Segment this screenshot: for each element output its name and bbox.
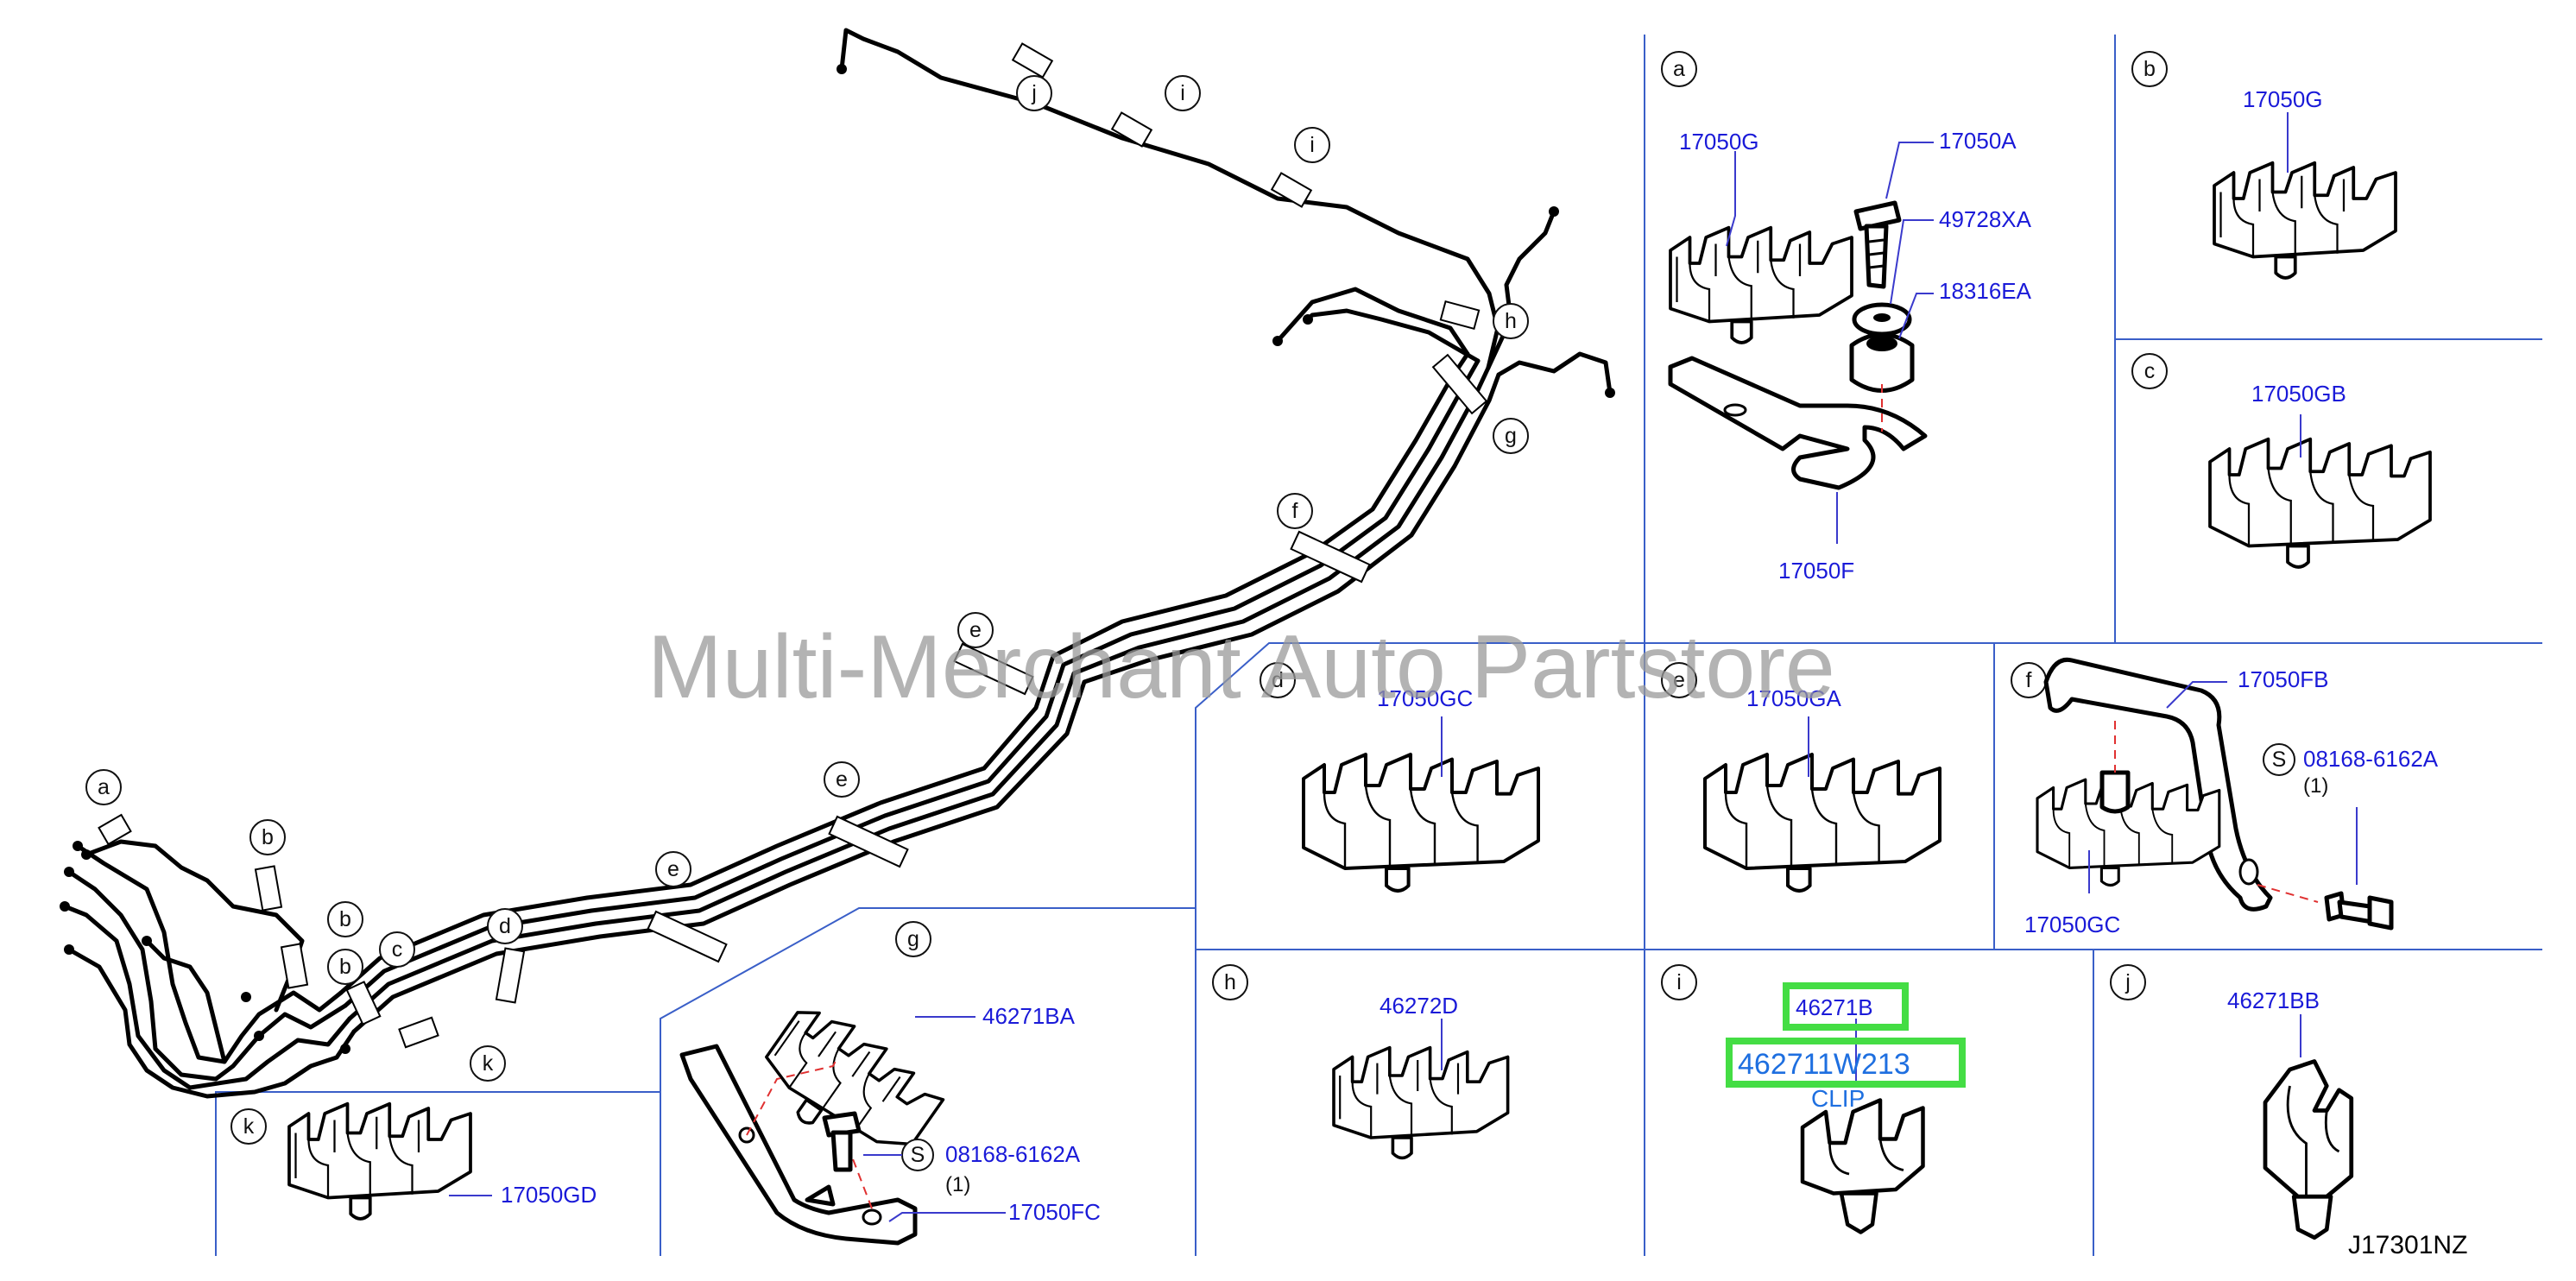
part-49728XA[interactable]: 49728XA	[1939, 206, 2032, 232]
panel-e-letter: e	[1673, 668, 1685, 692]
part-17050GC-d[interactable]: 17050GC	[1377, 685, 1473, 711]
callout-b: b	[262, 825, 274, 849]
part-17050FB[interactable]: 17050FB	[2238, 666, 2329, 692]
watermark-text: Multi-Merchant Auto Partstore	[647, 617, 1835, 717]
callout-d: d	[499, 914, 511, 938]
quantity-note-g: (1)	[945, 1173, 970, 1196]
diagram-code: J17301NZ	[2348, 1231, 2467, 1259]
part-17050G-a[interactable]: 17050G	[1679, 129, 1759, 155]
panel-g-leaders	[888, 1016, 1006, 1222]
panel-h-drawing	[1332, 1019, 1510, 1160]
panel-b-drawing	[2213, 112, 2397, 280]
callout-a: a	[98, 775, 110, 799]
callout-k: k	[483, 1051, 494, 1076]
panel-letter-circles	[230, 51, 2168, 1145]
brake-pipe-routing	[62, 28, 1613, 1099]
part-46271BB[interactable]: 46271BB	[2227, 988, 2320, 1013]
quantity-note-f: (1)	[2303, 774, 2328, 798]
highlighted-part-caption: CLIP	[1811, 1085, 1865, 1112]
part-46271BA[interactable]: 46271BA	[982, 1003, 1076, 1029]
callout-b: b	[339, 907, 351, 931]
callout-e: e	[836, 767, 848, 792]
part-17050F[interactable]: 17050F	[1778, 558, 1854, 584]
panel-k-letter: k	[243, 1114, 255, 1139]
panel-letters: a b c d e f g h i j k	[243, 57, 2156, 1139]
part-17050FC[interactable]: 17050FC	[1008, 1199, 1101, 1225]
panel-a-leaders	[1726, 142, 1934, 544]
panel-f-letter: f	[2026, 668, 2032, 692]
panel-frames	[215, 35, 2542, 1256]
pipe-tape-markers	[98, 42, 1488, 1049]
callout-h: h	[1505, 309, 1517, 333]
part-18316EA[interactable]: 18316EA	[1939, 278, 2032, 304]
panel-f-leaders	[2088, 681, 2358, 893]
overview-callout-letters: a b b b c d e e e f g h i i j k	[98, 81, 1517, 1076]
callout-g: g	[1505, 424, 1517, 448]
panel-g-letter: g	[907, 927, 919, 951]
panel-g-screw-symbol: S	[863, 1139, 934, 1171]
callout-i: i	[1180, 81, 1185, 105]
part-17050GD[interactable]: 17050GD	[501, 1182, 597, 1208]
panel-g-drawing	[679, 994, 950, 1246]
callout-f: f	[1292, 499, 1298, 523]
callout-b: b	[339, 955, 351, 979]
panel-d-drawing	[1304, 716, 1538, 891]
part-46271B[interactable]: 46271B	[1796, 994, 1873, 1020]
panel-d-letter: d	[1272, 668, 1284, 692]
part-08168-6162A-g[interactable]: 08168-6162A	[945, 1141, 1081, 1167]
panel-f-drawing	[2036, 657, 2394, 931]
panel-c-drawing	[2208, 414, 2432, 569]
panel-e-drawing	[1705, 716, 1940, 891]
part-17050GA[interactable]: 17050GA	[1746, 685, 1842, 711]
callout-e: e	[969, 618, 982, 642]
highlighted-part-box	[1726, 982, 1966, 1088]
part-17050G-b[interactable]: 17050G	[2243, 86, 2323, 112]
part-46272D[interactable]: 46272D	[1380, 993, 1458, 1019]
panel-j-letter: j	[2125, 970, 2131, 994]
part-17050GC-f[interactable]: 17050GC	[2024, 912, 2120, 937]
callout-e: e	[667, 857, 679, 881]
panel-i-drawing	[1800, 1019, 1925, 1234]
panel-b-letter: b	[2144, 57, 2156, 81]
part-08168-6162A-f[interactable]: 08168-6162A	[2303, 746, 2439, 772]
screw-symbol-f: S	[2272, 748, 2287, 772]
pipe-end-fittings	[60, 64, 1615, 1054]
part-17050GB[interactable]: 17050GB	[2251, 381, 2346, 407]
highlighted-part-number[interactable]: 462711W213	[1738, 1048, 1910, 1081]
panel-i-letter: i	[1676, 970, 1682, 994]
panel-f-screw-symbol: S	[2263, 743, 2295, 776]
part-17050A[interactable]: 17050A	[1939, 128, 2017, 154]
panel-a-drawing	[1668, 200, 1928, 490]
screw-symbol-g: S	[911, 1143, 925, 1167]
panel-j-drawing	[2265, 1014, 2352, 1238]
panel-k-drawing	[287, 1101, 492, 1221]
callout-c: c	[392, 937, 403, 962]
panel-h-letter: h	[1224, 970, 1236, 994]
callout-j: j	[1031, 81, 1037, 105]
overview-callouts	[85, 75, 1529, 1082]
callout-i: i	[1310, 133, 1315, 157]
panel-c-letter: c	[2144, 359, 2156, 383]
panel-a-letter: a	[1673, 57, 1685, 81]
